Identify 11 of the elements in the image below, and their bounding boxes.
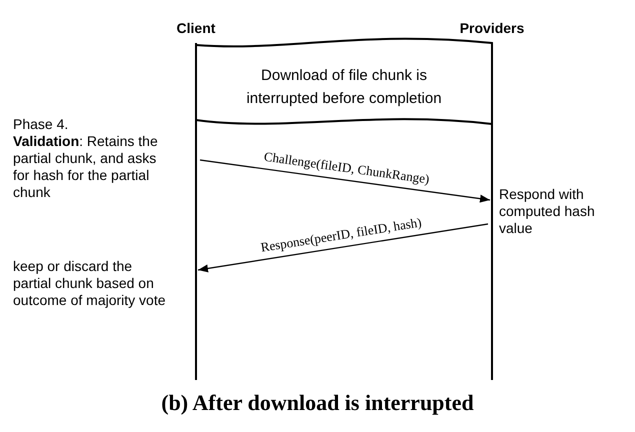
lifeline-heading: Providers	[458, 20, 526, 36]
lifeline-heading: Client	[176, 20, 216, 36]
step-note: Phase 4.	[13, 116, 70, 133]
banner-text: Download of file chunk is interrupted before completion	[245, 66, 443, 109]
message-arrow	[198, 223, 488, 272]
caption: (b) After download is interrupted	[160, 390, 475, 416]
step-note: Validation: Retains the partial chunk, and asks for hash for the partial chunk	[13, 133, 159, 201]
step-note: Respond with computed hash value	[499, 186, 596, 237]
step-note: keep or discard the partial chunk based on outcome of majority vote	[13, 258, 167, 309]
message-arrow	[200, 159, 490, 203]
edge-label: Response(peerID, fileID, hash)	[260, 214, 422, 255]
